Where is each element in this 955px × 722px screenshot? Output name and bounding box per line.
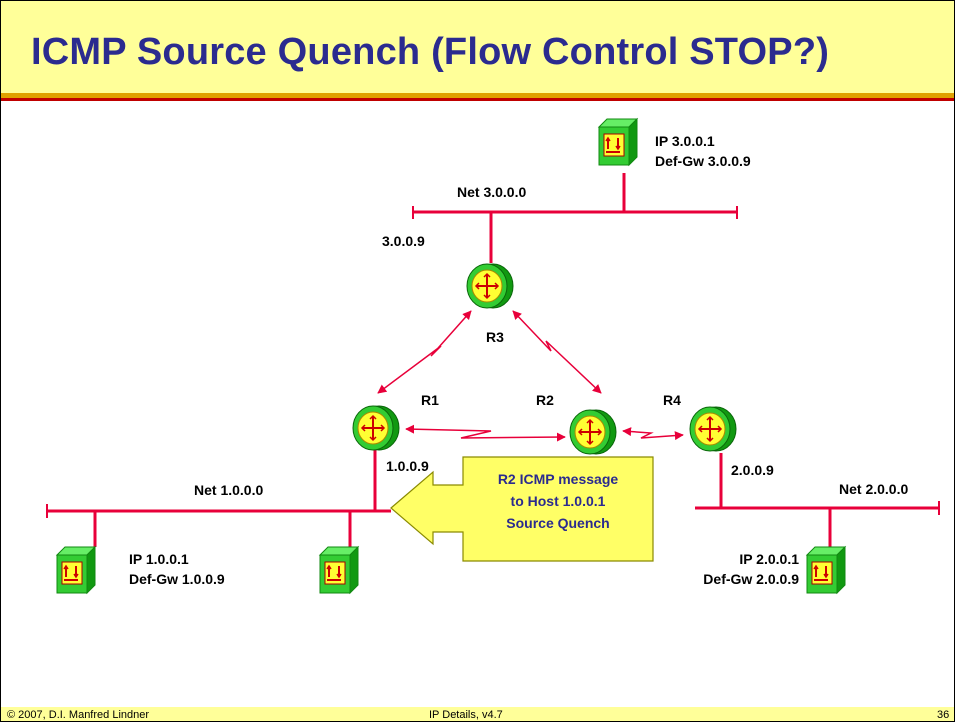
footer-page-number: 36 bbox=[937, 709, 950, 721]
net2-segment bbox=[695, 453, 940, 547]
net1-segment bbox=[46, 446, 391, 547]
title-bar: ICMP Source Quench (Flow Control STOP?) bbox=[1, 1, 954, 93]
host1-icon bbox=[56, 546, 96, 594]
host-net1-icon bbox=[319, 546, 359, 594]
r1-label: R1 bbox=[421, 392, 439, 408]
host3-gateway: Def-Gw 3.0.0.9 bbox=[655, 153, 751, 169]
net2-label: Net 2.0.0.0 bbox=[839, 481, 908, 497]
link-r3-r2 bbox=[512, 310, 602, 394]
net3-label: Net 3.0.0.0 bbox=[457, 184, 526, 200]
icmp-callout bbox=[390, 456, 654, 562]
link-r2-r4 bbox=[622, 427, 684, 441]
title-underline-red bbox=[1, 98, 954, 101]
r3-interface-label: 3.0.0.9 bbox=[382, 233, 425, 249]
icmp-message-line3: Source Quench bbox=[506, 515, 609, 531]
host1-ip: IP 1.0.0.1 bbox=[129, 551, 189, 567]
router-r4-icon bbox=[689, 406, 737, 452]
host3-ip: IP 3.0.0.1 bbox=[655, 133, 715, 149]
slide-title: ICMP Source Quench (Flow Control STOP?) bbox=[31, 31, 830, 73]
link-r1-r2 bbox=[405, 424, 566, 442]
r4-interface-label: 2.0.0.9 bbox=[731, 462, 774, 478]
title-underline bbox=[1, 93, 954, 98]
r1-interface-label: 1.0.0.9 bbox=[386, 458, 429, 474]
host2-gateway: Def-Gw 2.0.0.9 bbox=[703, 571, 799, 587]
footer-copyright: © 2007, D.I. Manfred Lindner bbox=[7, 709, 150, 721]
host1-gateway: Def-Gw 1.0.0.9 bbox=[129, 571, 225, 587]
host2-ip: IP 2.0.0.1 bbox=[739, 551, 799, 567]
icmp-message-line1: R2 ICMP message bbox=[498, 471, 619, 487]
router-r3-icon bbox=[466, 263, 514, 309]
icmp-message-line2: to Host 1.0.0.1 bbox=[511, 493, 606, 509]
host3-icon bbox=[598, 118, 638, 166]
net1-label: Net 1.0.0.0 bbox=[194, 482, 263, 498]
r3-label: R3 bbox=[486, 329, 504, 345]
net3-segment bbox=[412, 173, 738, 263]
r4-label: R4 bbox=[663, 392, 681, 408]
router-r2-icon bbox=[569, 409, 617, 455]
link-r3-r1 bbox=[377, 310, 472, 394]
router-r1-icon bbox=[352, 405, 400, 451]
host2-icon bbox=[806, 546, 846, 594]
network-diagram: Net 3.0.0.0 3.0.0.9 R3 R1 R2 R4 1.0.0.9 … bbox=[46, 118, 940, 594]
r2-label: R2 bbox=[536, 392, 554, 408]
footer-course: IP Details, v4.7 bbox=[429, 709, 503, 721]
footer: © 2007, D.I. Manfred Lindner IP Details,… bbox=[1, 707, 954, 721]
